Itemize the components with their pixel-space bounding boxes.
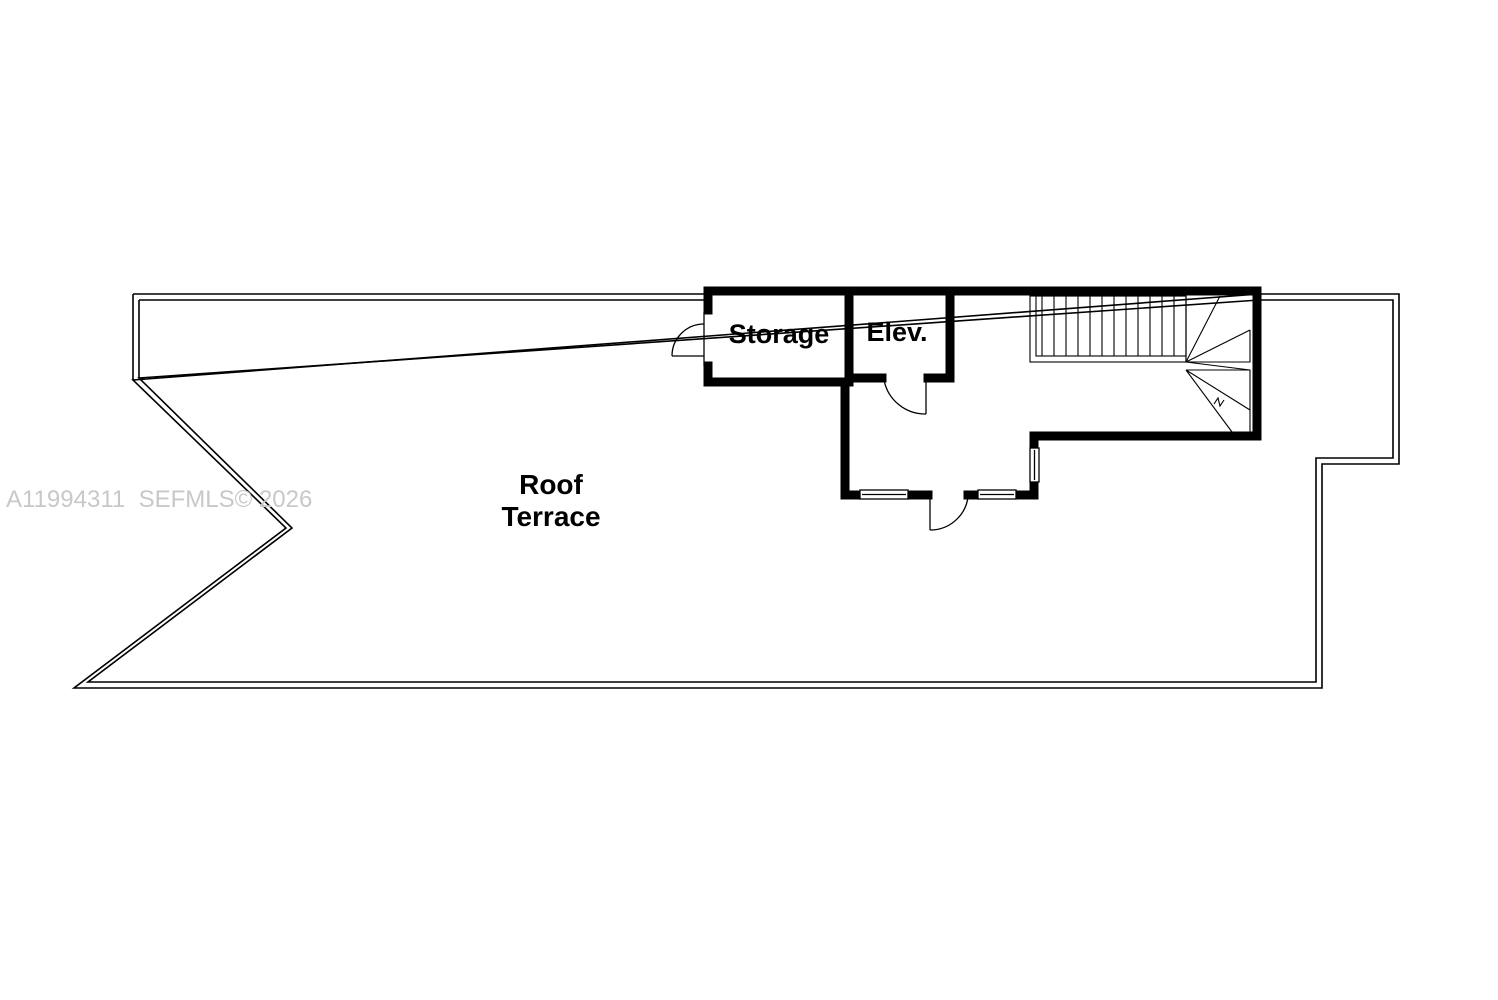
watermark: A11994311 SEFMLS© 2026 [6,486,312,513]
entry-door [929,496,969,531]
terrace-outline [71,293,1400,689]
doors [671,312,969,531]
structure-walls [703,286,1262,500]
label-roof-terrace-line2: Terrace [501,501,600,532]
elevator-door [883,379,927,415]
label-elevator: Elev. [866,317,927,347]
storage-door [671,312,705,366]
windows [859,447,1040,500]
label-storage: Storage [729,319,830,349]
staircase [1029,295,1251,433]
label-roof-terrace-line1: Roof [519,469,583,500]
